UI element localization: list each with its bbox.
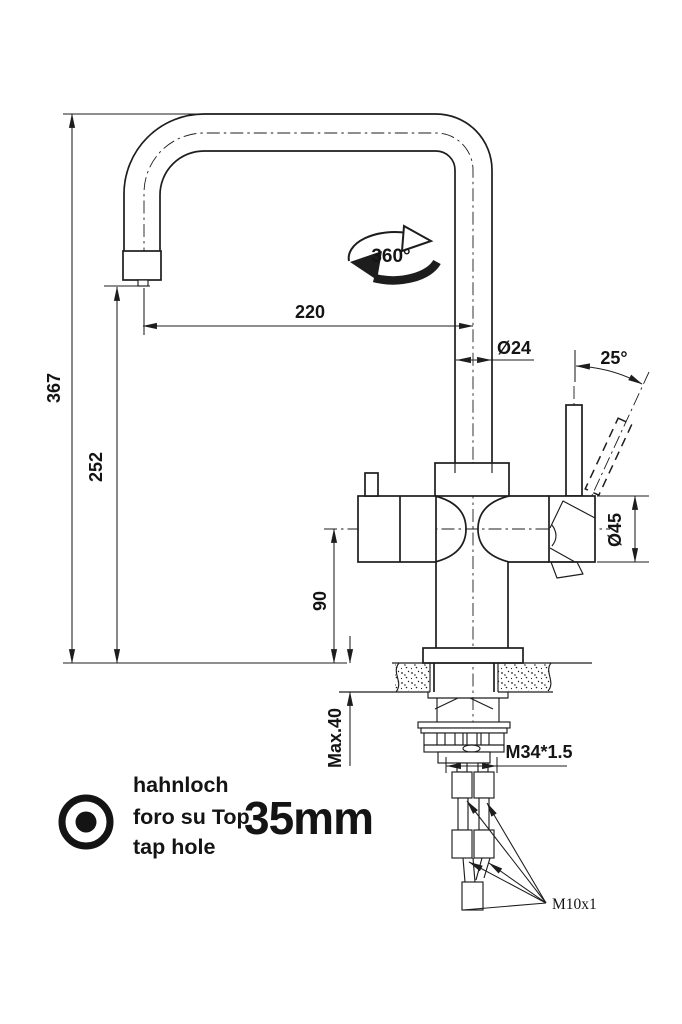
tap-hole-icon bbox=[58, 794, 114, 850]
diverter-knob bbox=[364, 472, 379, 497]
tap-hole-icon-dot bbox=[75, 811, 97, 833]
right-cone bbox=[477, 495, 510, 563]
cap-joint-arc bbox=[551, 524, 557, 547]
angle-arc-25 bbox=[575, 363, 643, 385]
dimension-lever-angle: 25° bbox=[574, 348, 643, 385]
dim-label-25: 25° bbox=[600, 348, 627, 368]
leader-line bbox=[462, 902, 547, 911]
valve-body bbox=[357, 462, 549, 664]
hose-tube bbox=[457, 797, 469, 831]
dim-label-90: 90 bbox=[310, 591, 330, 611]
lever-dashed-outline bbox=[584, 417, 633, 497]
hose-tube-line bbox=[462, 857, 466, 883]
dim-label-252: 252 bbox=[86, 452, 106, 482]
note-line-de: hahnloch bbox=[133, 773, 229, 797]
base-flange bbox=[422, 647, 524, 664]
swivel-open-arrowhead bbox=[400, 224, 434, 253]
hose-tube-line bbox=[472, 857, 476, 883]
rotation-360-icon: 360° bbox=[347, 224, 441, 285]
dim-label-d45: Ø45 bbox=[605, 513, 625, 547]
swivel-angle-label: 360° bbox=[371, 246, 410, 267]
dim-label-m34: M34*1.5 bbox=[505, 742, 572, 762]
handle-cap bbox=[548, 495, 596, 563]
dim-label-220: 220 bbox=[295, 302, 325, 322]
hose-tube-line bbox=[483, 857, 491, 879]
spacer-wedge-right bbox=[469, 697, 494, 710]
swivel-solid-arrowhead bbox=[350, 251, 382, 280]
lock-ring-upper bbox=[417, 721, 511, 729]
hose-connector bbox=[473, 771, 495, 799]
aerator bbox=[122, 250, 162, 281]
counter-break-right bbox=[547, 662, 552, 692]
dimension-total-height: 367 bbox=[44, 113, 204, 664]
hose-connector bbox=[451, 829, 473, 859]
faucet-spout bbox=[122, 113, 493, 463]
lever-handle bbox=[548, 404, 633, 579]
hose-connector bbox=[451, 771, 473, 799]
stud-slot bbox=[462, 744, 481, 753]
hose-tube bbox=[456, 762, 468, 773]
spout-outer-edge bbox=[123, 113, 493, 463]
hose-tube bbox=[477, 762, 489, 773]
cap-internal-line bbox=[549, 547, 576, 563]
left-cone bbox=[434, 495, 467, 563]
leader-line bbox=[488, 862, 547, 904]
cap-lower-wedge bbox=[550, 561, 584, 579]
dimension-reach: 220 bbox=[142, 288, 474, 335]
lever-tilted-position bbox=[584, 417, 633, 497]
supply-hoses bbox=[451, 762, 495, 911]
counter-hatch-right bbox=[498, 664, 551, 691]
tap-hole-note: hahnloch foro su Top tap hole 35mm bbox=[58, 773, 374, 859]
leader-line bbox=[468, 861, 547, 904]
dimension-body-diameter: Ø45 bbox=[597, 495, 649, 563]
hose-thread-callout: M10x1 bbox=[462, 800, 597, 913]
hose-tube bbox=[478, 797, 490, 831]
dimension-shank-thread: M34*1.5 bbox=[445, 742, 573, 773]
hose-end-connector bbox=[461, 881, 484, 911]
mounting-shank bbox=[417, 663, 511, 764]
lock-ring-lower bbox=[420, 727, 508, 734]
left-port-block bbox=[357, 495, 437, 563]
dim-label-d24: Ø24 bbox=[497, 338, 531, 358]
spout-inner-edge bbox=[159, 150, 456, 463]
leader-line bbox=[486, 802, 547, 904]
hole-size-label: 35mm bbox=[244, 792, 373, 844]
dimension-body-height: 90 bbox=[310, 528, 338, 664]
body-top-block bbox=[434, 462, 510, 497]
swivel-top-arc bbox=[347, 231, 408, 262]
dim-label-367: 367 bbox=[44, 373, 64, 403]
note-line-en: tap hole bbox=[133, 835, 215, 859]
hose-connector bbox=[473, 829, 495, 859]
countertop-section bbox=[63, 662, 592, 693]
counter-break-left bbox=[395, 662, 400, 693]
dimension-outlet-height: 252 bbox=[86, 285, 150, 664]
dim-label-max40: Max.40 bbox=[325, 708, 345, 768]
aerator-nozzle bbox=[137, 279, 149, 287]
lever-rod bbox=[565, 404, 583, 497]
dimension-spout-diameter: Ø24 bbox=[456, 338, 534, 364]
dim-label-m10: M10x1 bbox=[552, 896, 597, 913]
leader-line bbox=[466, 800, 547, 904]
swivel-thick-arc bbox=[372, 259, 441, 285]
cap-internal-line bbox=[549, 500, 596, 529]
spacer-wedge-left bbox=[434, 697, 459, 710]
pipe-centerline bbox=[143, 132, 474, 462]
under-collar bbox=[427, 692, 509, 699]
dimension-max-counter: Max.40 bbox=[325, 636, 354, 768]
note-line-it: foro su Top bbox=[133, 805, 250, 829]
counter-hatch-left bbox=[395, 664, 430, 691]
